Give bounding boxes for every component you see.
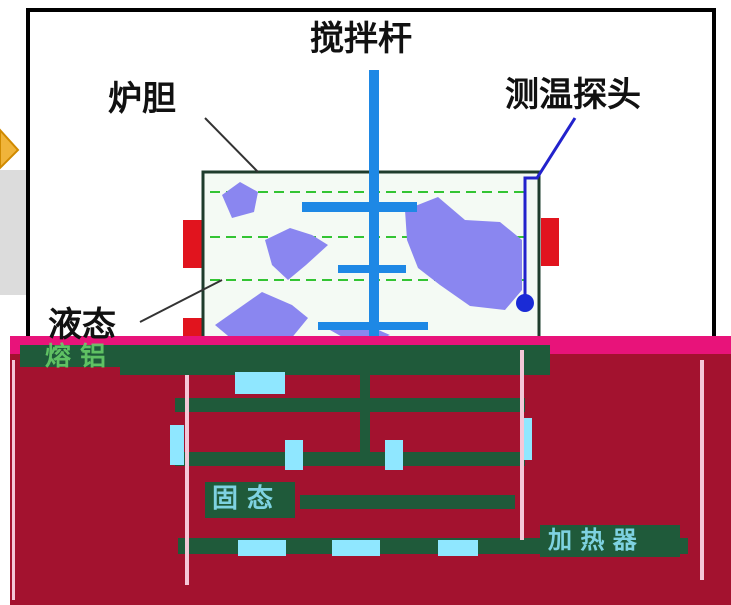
heater-label: 加 热 器 bbox=[548, 526, 637, 554]
glitch-artifacts bbox=[12, 345, 704, 600]
liquid-state-label: 液态 bbox=[48, 305, 116, 345]
molten-aluminum-label: 熔 铝 bbox=[45, 342, 107, 372]
probe-tip bbox=[516, 294, 534, 312]
furnace-liner-label: 炉胆 bbox=[108, 79, 176, 119]
temperature-probe bbox=[523, 117, 577, 305]
solid-aluminum-blobs bbox=[215, 182, 522, 347]
solid-state-label: 固 态 bbox=[212, 484, 274, 514]
temperature-probe-label: 测温探头 bbox=[505, 75, 641, 115]
stir-rod-label: 搅拌杆 bbox=[310, 19, 412, 59]
stir-rod bbox=[302, 70, 428, 345]
heater-left-top bbox=[183, 220, 203, 268]
pointer-arrow bbox=[0, 128, 20, 170]
liquid-leader-line bbox=[139, 279, 223, 323]
glitch-region bbox=[10, 338, 731, 605]
side-panel bbox=[0, 170, 28, 295]
heater-right-top bbox=[541, 218, 559, 266]
liner-leader-line bbox=[204, 117, 259, 173]
